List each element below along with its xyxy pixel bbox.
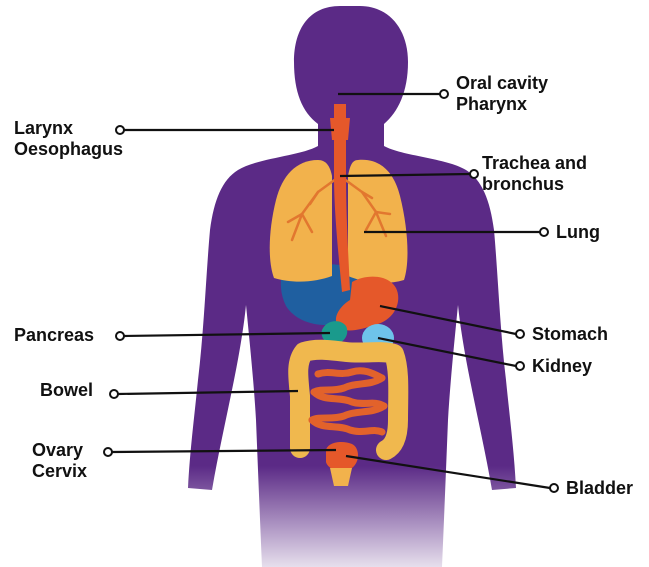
label-pancreas-line1: Pancreas: [14, 325, 94, 346]
label-trachea: Trachea and bronchus: [482, 153, 587, 195]
endpoint-ovary: [104, 448, 112, 456]
label-kidney: Kidney: [532, 356, 592, 377]
endpoint-lung: [540, 228, 548, 236]
label-stomach-line1: Stomach: [532, 324, 608, 345]
endpoint-oral-cavity: [440, 90, 448, 98]
endpoint-bladder: [550, 484, 558, 492]
label-lung: Lung: [556, 222, 600, 243]
label-ovary-line2: Cervix: [32, 461, 87, 482]
endpoint-pancreas: [116, 332, 124, 340]
label-kidney-line1: Kidney: [532, 356, 592, 377]
label-bowel: Bowel: [40, 380, 93, 401]
label-bladder-line1: Bladder: [566, 478, 633, 499]
label-larynx-line1: Larynx: [14, 118, 123, 139]
label-ovary-line1: Ovary: [32, 440, 87, 461]
label-larynx: Larynx Oesophagus: [14, 118, 123, 160]
label-oral-cavity-line1: Oral cavity: [456, 73, 548, 94]
endpoint-trachea: [470, 170, 478, 178]
label-trachea-line2: bronchus: [482, 174, 587, 195]
label-larynx-line2: Oesophagus: [14, 139, 123, 160]
label-trachea-line1: Trachea and: [482, 153, 587, 174]
label-lung-line1: Lung: [556, 222, 600, 243]
label-bladder: Bladder: [566, 478, 633, 499]
endpoint-kidney: [516, 362, 524, 370]
endpoint-bowel: [110, 390, 118, 398]
label-bowel-line1: Bowel: [40, 380, 93, 401]
label-stomach: Stomach: [532, 324, 608, 345]
label-oral-cavity: Oral cavity Pharynx: [456, 73, 548, 115]
label-oral-cavity-line2: Pharynx: [456, 94, 548, 115]
label-pancreas: Pancreas: [14, 325, 94, 346]
endpoint-stomach: [516, 330, 524, 338]
label-ovary: Ovary Cervix: [32, 440, 87, 482]
